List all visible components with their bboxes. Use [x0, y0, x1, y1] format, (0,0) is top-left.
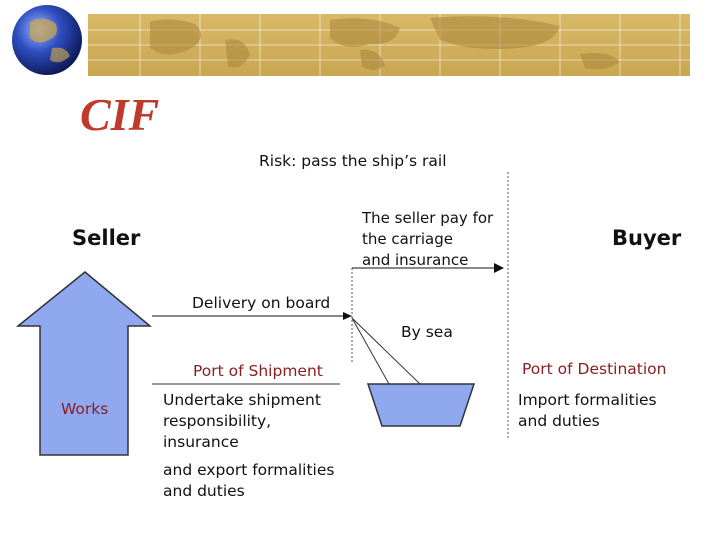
buyer-label: Buyer — [612, 226, 682, 250]
seller-duties-line-5: and duties — [163, 481, 245, 500]
delivery-label: Delivery on board — [192, 294, 331, 312]
rigging-line-right — [351, 317, 421, 385]
seller-pays-note: The seller pay for the carriage and insu… — [362, 208, 493, 271]
works-label: Works — [61, 400, 109, 418]
page-title: CIF — [80, 89, 160, 140]
seller-duties-line-1: Undertake shipment — [163, 391, 321, 409]
port-of-shipment-label: Port of Shipment — [193, 362, 323, 380]
buyer-duties-line-1: Import formalities — [518, 391, 657, 409]
seller-duties-line-2: responsibility, — [163, 411, 272, 430]
port-of-destination-label: Port of Destination — [522, 360, 667, 378]
seller-duties-block-2: and export formalities and duties — [163, 460, 334, 502]
globe-icon — [12, 5, 82, 75]
seller-duties-line-3: insurance — [163, 432, 239, 451]
buyer-duties-line-2: and duties — [518, 411, 600, 430]
rigging-line-left — [351, 317, 390, 385]
seller-pays-line-2: the carriage — [362, 230, 454, 248]
seller-duties-block-1: Undertake shipment responsibility, insur… — [163, 390, 321, 453]
carriage-arrow-head — [494, 263, 504, 273]
seller-duties-line-4: and export formalities — [163, 461, 335, 479]
seller-pays-line-1: The seller pay for — [362, 209, 494, 227]
seller-pays-line-3: and insurance — [362, 251, 469, 269]
delivery-arrow-head — [343, 312, 352, 320]
ship-shape — [366, 383, 476, 427]
buyer-duties-block: Import formalities and duties — [518, 390, 657, 432]
continents-decoration — [150, 16, 620, 70]
seller-label: Seller — [72, 226, 141, 250]
by-sea-label: By sea — [401, 323, 453, 341]
works-arrow-shape — [15, 271, 153, 456]
risk-label: Risk: pass the ship’s rail — [259, 152, 447, 170]
